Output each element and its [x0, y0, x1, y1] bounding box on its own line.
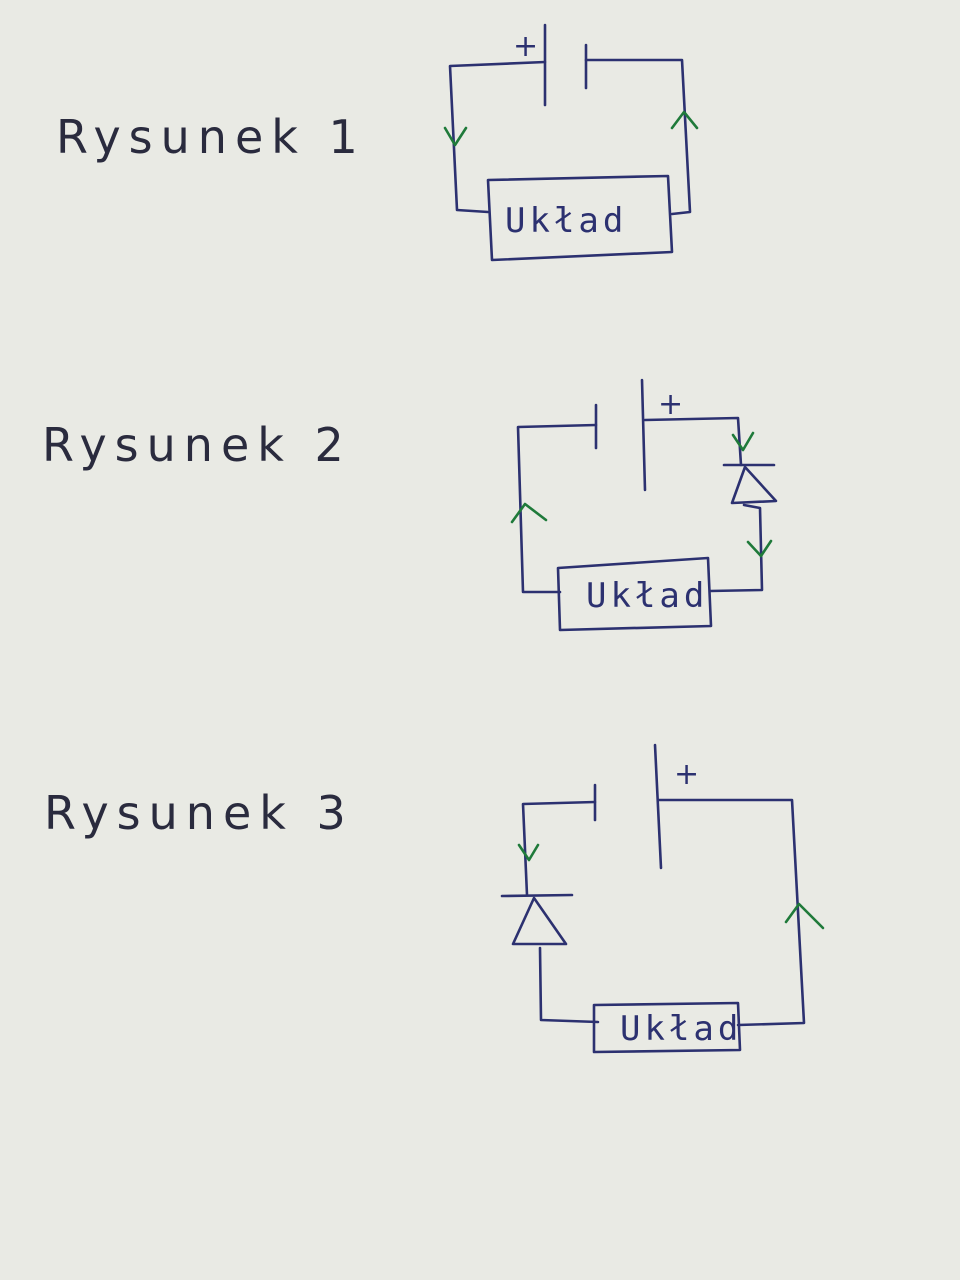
circuit-1-right-wire	[584, 58, 692, 216]
uklad-box-3-label: Układ	[620, 1009, 742, 1049]
figure-3-title: Rysunek 3	[44, 786, 354, 840]
battery-3-plus-sign: +	[674, 757, 699, 792]
battery-2-plus-sign: +	[658, 387, 683, 422]
battery-1-plus-sign: +	[513, 29, 538, 64]
uklad-box-2	[556, 556, 713, 632]
circuit-1: + Układ	[443, 23, 699, 262]
circuit-3: + Układ	[500, 743, 825, 1054]
arrow-down-icon	[746, 539, 773, 558]
uklad-box-1-label: Układ	[505, 201, 627, 241]
diode-2-icon	[730, 465, 778, 505]
uklad-box-1	[486, 174, 674, 262]
circuit-3-right-wire	[657, 798, 806, 1027]
circuit-1-left-wire	[448, 60, 547, 214]
figure-2-title: Rysunek 2	[42, 418, 352, 472]
battery-3-long-plate	[653, 743, 663, 870]
arrow-down-icon	[443, 126, 468, 147]
arrow-down-icon	[517, 843, 540, 862]
diode-3-icon	[511, 896, 568, 946]
circuit-3-bottom-left-wire	[538, 946, 600, 1024]
arrow-up-icon	[670, 110, 699, 130]
circuit-2: + Układ	[510, 378, 778, 632]
figure-1-title: Rysunek 1	[56, 110, 366, 164]
diode-3-bar	[500, 893, 574, 898]
circuit-2-top-right-wire	[643, 416, 743, 467]
circuit-3-top-left-wire	[521, 800, 597, 897]
arrow-down-icon	[731, 431, 755, 452]
circuit-2-bottom-right-wire	[708, 503, 764, 593]
uklad-box-2-label: Układ	[586, 576, 708, 616]
uklad-box-3	[592, 1001, 742, 1054]
arrow-up-icon	[510, 502, 548, 524]
arrow-up-icon	[784, 902, 825, 930]
battery-2-long-plate	[640, 378, 647, 492]
